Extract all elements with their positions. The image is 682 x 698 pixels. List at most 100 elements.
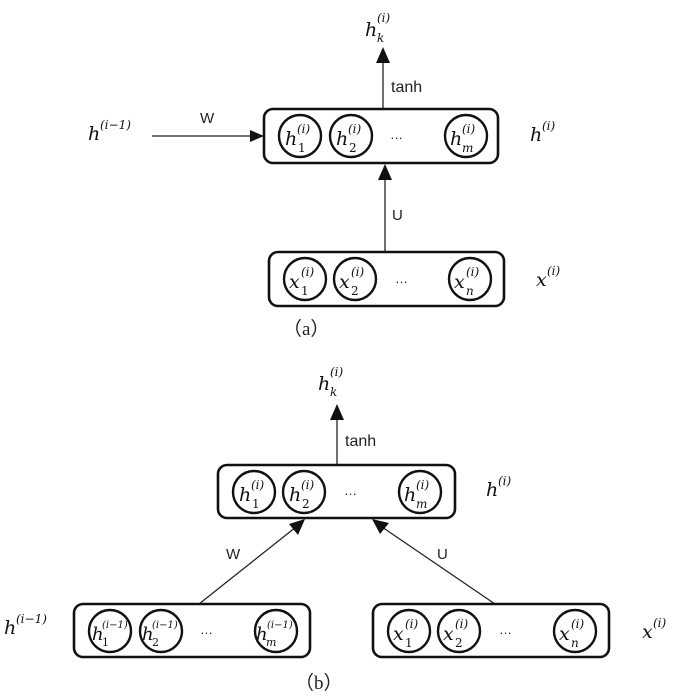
input-layer-box-b (371, 602, 611, 659)
svg-text:2: 2 (302, 497, 310, 511)
svg-text:(i): (i) (297, 122, 311, 136)
prev-node-b-1: h (i−1) 1 (87, 608, 133, 654)
ellipsis: … (390, 127, 403, 142)
svg-text:h: h (4, 617, 16, 639)
input-node-a-2: x (i) 2 (332, 256, 378, 302)
previous-state-label-a: h (i−1) (88, 118, 131, 145)
hidden-node-b-2: h (i) 2 (281, 469, 327, 515)
input-node-b-2: x (i) 2 (436, 608, 482, 654)
hidden-node-b-1: h (i) 1 (231, 469, 277, 515)
input-layer-label-b: x (i) (642, 616, 667, 643)
caption-b: （b） (295, 672, 343, 694)
svg-text:h: h (289, 484, 301, 506)
arrowhead-icon (372, 519, 389, 534)
svg-text:h: h (365, 19, 377, 41)
hidden-node-a-2: h (i) 2 (328, 113, 374, 159)
prev-node-b-2: h (i−1) 2 (138, 608, 184, 654)
svg-text:h: h (256, 624, 268, 645)
svg-text:(i): (i) (462, 122, 476, 136)
svg-text:x: x (289, 271, 300, 293)
svg-text:x: x (393, 623, 404, 645)
prev-node-b-m: h (i−1) m (253, 608, 299, 654)
output-label-b: h (i) k (318, 365, 344, 399)
input-node-a-1: x (i) 1 (282, 256, 328, 302)
output-label-a: h (i) k (365, 11, 391, 45)
svg-text:k: k (330, 385, 337, 399)
svg-text:(i−1): (i−1) (267, 620, 293, 631)
svg-text:x: x (559, 623, 570, 645)
svg-text:(i): (i) (251, 478, 265, 492)
svg-text:x: x (454, 271, 465, 293)
panel-b: h (i) k tanh h (i) 1 h (i) 2 … h (i) m (4, 365, 667, 694)
svg-text:(i): (i) (348, 122, 362, 136)
previous-layer-label-b: h (i−1) (4, 612, 47, 639)
svg-text:h: h (142, 624, 154, 645)
svg-text:2: 2 (152, 636, 159, 649)
svg-text:2: 2 (455, 636, 463, 650)
svg-text:(i): (i) (405, 617, 419, 631)
svg-text:2: 2 (349, 141, 357, 155)
arrowhead-icon (376, 47, 390, 63)
svg-text:x: x (443, 623, 454, 645)
input-node-b-1: x (i) 1 (386, 608, 432, 654)
tanh-label-a: tanh (391, 79, 422, 96)
caption-a: （a） (283, 318, 329, 340)
svg-text:(i): (i) (301, 478, 315, 492)
svg-text:h: h (530, 124, 542, 146)
u-edge-b (381, 526, 496, 605)
svg-text:h: h (88, 123, 100, 145)
panel-a: h (i) k tanh h (i−1) W h (i) 1 h (i) 2 (88, 11, 561, 340)
svg-text:x: x (536, 269, 547, 291)
svg-text:h: h (486, 479, 498, 501)
arrowhead-icon (378, 164, 392, 180)
w-label-a: W (200, 110, 215, 127)
svg-text:h: h (404, 484, 416, 506)
hidden-layer-box-b (216, 463, 457, 520)
hidden-layer-label-b: h (i) (486, 474, 512, 501)
svg-text:(i): (i) (542, 119, 556, 133)
svg-text:(i−1): (i−1) (100, 118, 131, 132)
svg-text:(i): (i) (466, 265, 480, 279)
u-label-b: U (437, 546, 448, 563)
hidden-node-a-1: h (i) 1 (277, 113, 323, 159)
svg-text:(i): (i) (416, 478, 430, 492)
hidden-layer-box-a (262, 107, 500, 165)
svg-text:(i): (i) (455, 617, 469, 631)
svg-text:(i−1): (i−1) (102, 620, 128, 631)
svg-text:k: k (377, 31, 384, 45)
ellipsis: … (344, 483, 357, 498)
ellipsis: … (200, 622, 213, 637)
hidden-node-b-m: h (i) m (397, 469, 443, 515)
svg-text:(i): (i) (330, 365, 344, 379)
svg-text:1: 1 (102, 636, 109, 649)
svg-text:1: 1 (301, 284, 309, 298)
input-layer-label-a: x (i) (536, 264, 561, 291)
svg-text:(i): (i) (351, 265, 365, 279)
tanh-label-b: tanh (345, 433, 376, 450)
u-label-a: U (392, 207, 403, 224)
svg-text:m: m (416, 497, 427, 511)
arrowhead-icon (289, 519, 305, 535)
svg-text:(i−1): (i−1) (152, 620, 178, 631)
svg-text:h: h (450, 128, 462, 150)
svg-text:m: m (462, 141, 473, 155)
svg-text:1: 1 (252, 497, 260, 511)
svg-text:(i): (i) (301, 265, 315, 279)
svg-text:(i−1): (i−1) (16, 612, 47, 626)
svg-text:(i): (i) (547, 264, 561, 278)
input-layer-box-a (267, 250, 506, 308)
ellipsis: … (499, 622, 512, 637)
svg-text:h: h (318, 373, 330, 395)
svg-text:(i): (i) (498, 474, 512, 488)
hidden-node-a-m: h (i) m (443, 113, 489, 159)
input-node-b-n: x (i) n (552, 608, 598, 654)
svg-text:(i): (i) (377, 11, 391, 25)
hidden-layer-label-a: h (i) (530, 119, 556, 146)
svg-text:m: m (266, 636, 276, 649)
svg-text:h: h (285, 128, 297, 150)
previous-layer-box-b (72, 602, 312, 659)
input-node-a-n: x (i) n (447, 256, 493, 302)
arrowhead-icon (330, 404, 344, 420)
svg-text:(i): (i) (571, 617, 585, 631)
